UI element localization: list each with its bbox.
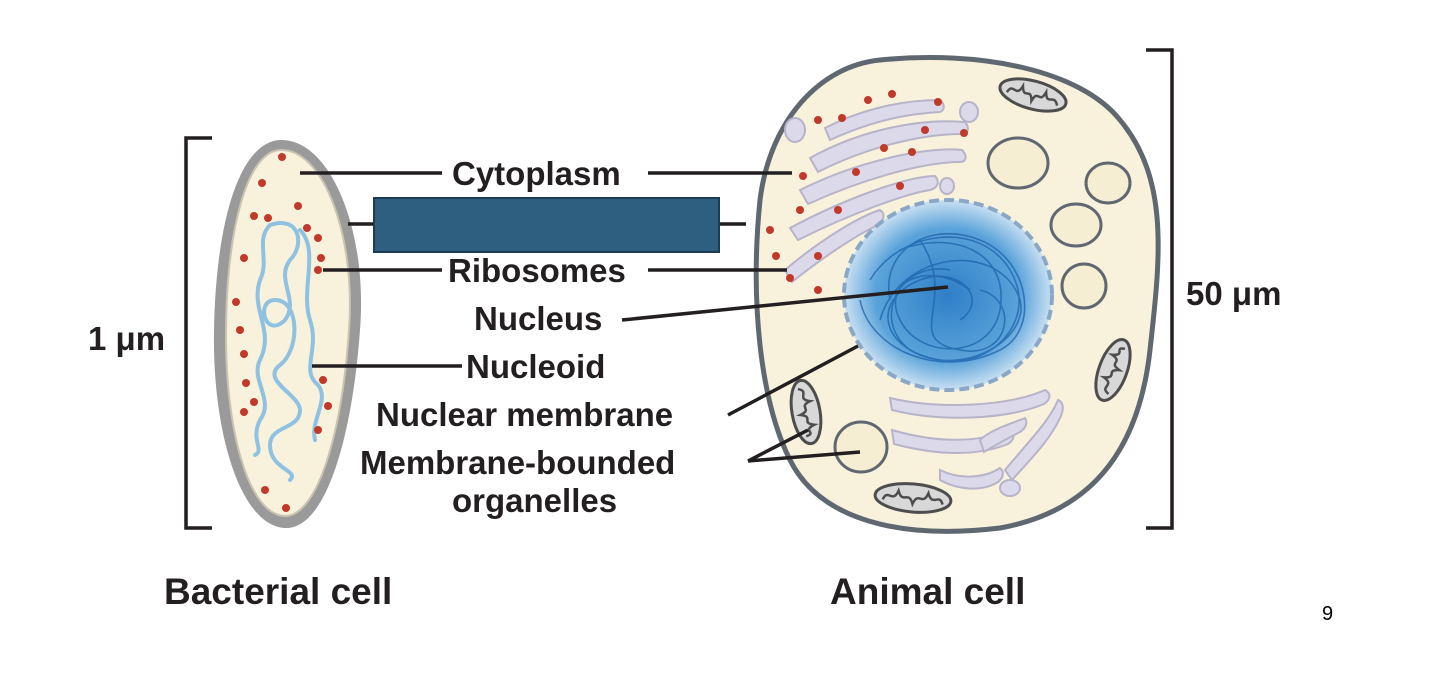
membrane-bounded-organelles — [833, 136, 1132, 474]
mitochondrion — [998, 77, 1068, 113]
animal-cell — [753, 55, 1161, 534]
label-membrane-bounded: Membrane-bounded — [360, 444, 675, 481]
animal-scale-label: 50 μm — [1186, 275, 1281, 312]
mitochondrion — [789, 378, 823, 446]
animal-scale-bracket — [1146, 48, 1174, 530]
page-number: 9 — [1322, 603, 1333, 625]
hidden-label-box — [373, 197, 720, 253]
er-ribosomes — [766, 90, 968, 294]
golgi-apparatus — [888, 388, 1064, 497]
mitochondria — [789, 77, 1132, 514]
label-cytoplasm: Cytoplasm — [452, 155, 621, 192]
vesicles — [784, 101, 979, 195]
caption-animal-cell: Animal cell — [830, 571, 1025, 612]
label-nucleoid: Nucleoid — [466, 348, 605, 385]
bacterial-cell — [213, 139, 362, 529]
label-nuclear-membrane: Nuclear membrane — [376, 396, 673, 433]
bacterial-scale-bracket — [184, 136, 212, 530]
mitochondrion — [873, 482, 953, 514]
animal-nucleus — [842, 198, 1054, 392]
mitochondrion — [1094, 338, 1132, 402]
bacterial-scale-label: 1 μm — [88, 320, 165, 357]
rough-er — [783, 98, 969, 284]
nucleoid-dna — [253, 221, 303, 482]
caption-bacterial-cell: Bacterial cell — [164, 571, 392, 612]
label-organelles: organelles — [452, 482, 617, 519]
label-ribosomes: Ribosomes — [448, 252, 626, 289]
label-nucleus: Nucleus — [474, 300, 602, 337]
leader-lines — [300, 171, 949, 463]
bacterial-ribosomes — [232, 153, 332, 512]
